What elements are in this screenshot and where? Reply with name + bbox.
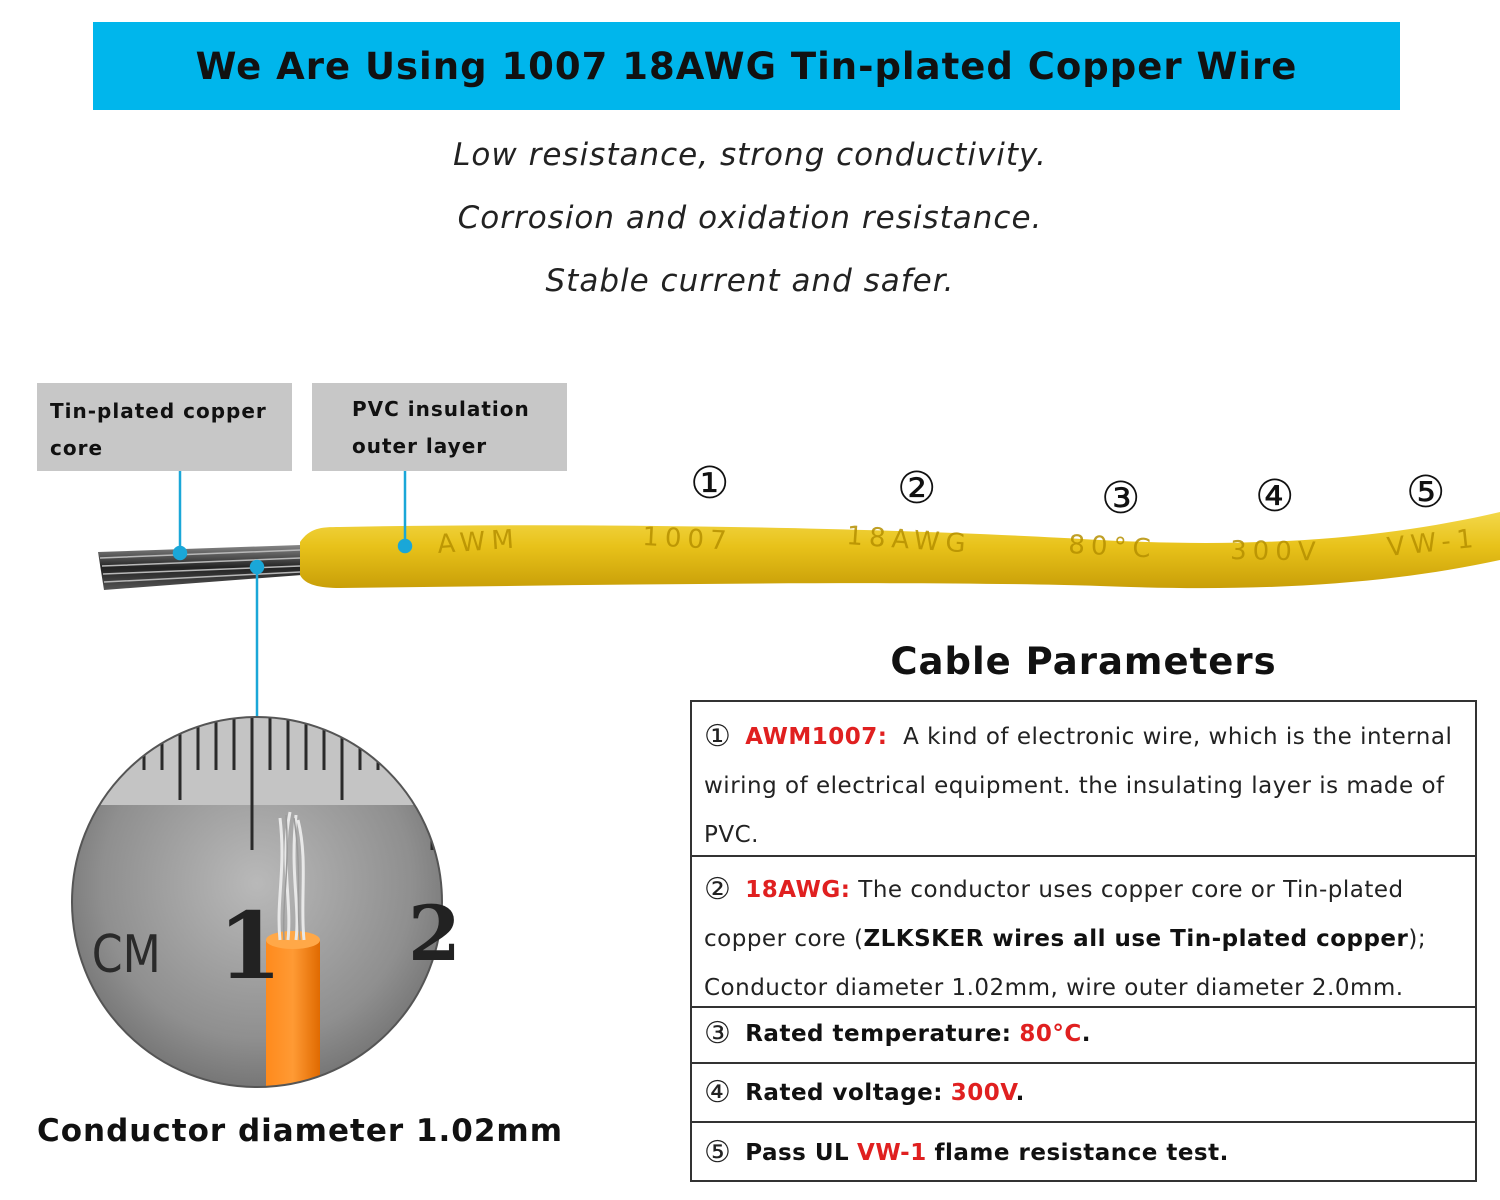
wire-print-awm: AWM (436, 524, 520, 560)
label-copper-core-line1: Tin-plated copper (50, 399, 267, 423)
param-text-18awg-a: The conductor uses copper core or Tin-pl… (704, 877, 1404, 952)
label-pvc-line2: outer layer (352, 434, 488, 458)
param-value-voltage: 300V (950, 1080, 1016, 1106)
copper-core-strands (98, 545, 302, 590)
closeup-strands (277, 811, 306, 941)
param-label-temperature: Rated temperature: (745, 1021, 1012, 1047)
title-banner: We Are Using 1007 18AWG Tin-plated Coppe… (93, 22, 1400, 110)
param-row-temperature: ③ Rated temperature: 80°C. (692, 1006, 1475, 1062)
marker-4: ④ (1255, 471, 1295, 522)
label-pvc-line1: PVC insulation (352, 397, 530, 421)
param-marker-2: ② (704, 872, 732, 907)
wire-print-80c: 80°C (1068, 530, 1158, 565)
param-marker-3: ③ (704, 1016, 732, 1051)
banner-title: We Are Using 1007 18AWG Tin-plated Coppe… (195, 44, 1298, 88)
marker-2: ② (897, 463, 937, 514)
conductor-diameter-caption: Conductor diameter 1.02mm (37, 1113, 564, 1149)
param-end-temperature: . (1081, 1021, 1091, 1047)
leader-lines (172, 471, 413, 720)
tagline-1: Low resistance, strong conductivity. (453, 137, 1047, 173)
param-row-voltage: ④ Rated voltage: 300V. (692, 1062, 1475, 1121)
label-pvc-insulation: PVC insulation outer layer (312, 383, 567, 471)
yellow-wire-body (300, 512, 1500, 589)
param-marker-5: ⑤ (704, 1135, 732, 1170)
taglines: Low resistance, strong conductivity. Cor… (0, 130, 1500, 319)
tagline-3: Stable current and safer. (545, 263, 955, 299)
wire-print-1007: 1007 (642, 522, 734, 557)
wire-print-300v: 300V (1230, 536, 1322, 568)
param-label-flame-test: flame resistance test. (934, 1140, 1229, 1166)
cable-parameters-table: ① AWM1007: A kind of electronic wire, wh… (690, 700, 1477, 1182)
param-text-18awg-bold: ZLKSKER wires all use Tin-plated copper (863, 926, 1409, 952)
marker-3: ③ (1101, 473, 1141, 524)
param-label-pass-ul: Pass UL (745, 1140, 850, 1166)
param-value-temperature: 80°C (1019, 1021, 1082, 1047)
magnified-closeup: CM 1 2 (71, 716, 461, 1088)
param-value-vw1: VW-1 (857, 1140, 927, 1166)
ruler-unit-cm: CM (92, 925, 161, 985)
label-copper-core-line2: core (50, 436, 104, 460)
marker-5: ⑤ (1406, 467, 1446, 518)
param-text-18awg-b: ); Conductor diameter 1.02mm, wire outer… (704, 926, 1427, 1001)
param-marker-1: ① (704, 719, 732, 754)
label-copper-core: Tin-plated copper core (37, 383, 292, 471)
param-end-voltage: . (1015, 1080, 1025, 1106)
param-row-18awg: ② 18AWG: The conductor uses copper core … (692, 855, 1475, 1006)
param-marker-4: ④ (704, 1075, 732, 1110)
param-row-flame-test: ⑤ Pass UL VW-1 flame resistance test. (692, 1121, 1475, 1182)
param-label-voltage: Rated voltage: (745, 1080, 943, 1106)
marker-1: ① (690, 458, 730, 509)
ruler-digit-2: 2 (408, 889, 461, 978)
param-row-awm1007: ① AWM1007: A kind of electronic wire, wh… (692, 702, 1475, 855)
ruler-digit-1: 1 (218, 892, 282, 1000)
param-key-awm1007: AWM1007: (745, 724, 888, 750)
param-key-18awg: 18AWG: (745, 877, 851, 903)
param-text-awm1007: A kind of electronic wire, which is the … (704, 724, 1453, 848)
tagline-2: Corrosion and oxidation resistance. (457, 200, 1043, 236)
cable-parameters-title: Cable Parameters (890, 640, 1277, 683)
